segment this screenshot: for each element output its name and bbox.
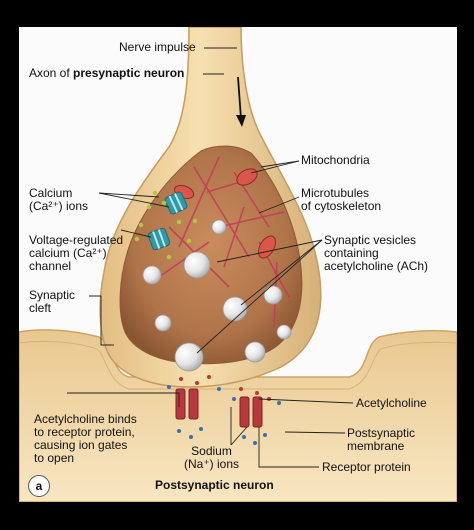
label-postsynaptic-membrane: Postsynaptic membrane xyxy=(347,427,415,453)
label-postsynaptic-neuron: Postsynaptic neuron xyxy=(155,478,274,492)
acetylcholine-molecules xyxy=(179,375,271,401)
label-sodium-ions: Sodium (Na⁺) ions xyxy=(184,445,239,471)
label-microtubules-line-1: Microtubules xyxy=(301,186,370,200)
label-axon-bold: presynaptic neuron xyxy=(73,66,185,80)
synaptic-vesicles xyxy=(142,219,292,372)
label-mitochondria: Mitochondria xyxy=(301,153,370,167)
label-binds-line-3: causing ion gates xyxy=(34,438,128,452)
diagram-panel: Nerve impulse Axon of presynaptic neuron… xyxy=(19,27,457,502)
label-axon-prefix: Axon of xyxy=(29,66,74,80)
label-synaptic-cleft: Synaptic cleft xyxy=(29,289,75,315)
label-nerve-impulse: Nerve impulse xyxy=(119,40,196,54)
label-sodium-line-1: Sodium xyxy=(191,444,232,458)
label-binds-line-1: Acetylcholine binds xyxy=(34,412,137,426)
calcium-ions xyxy=(134,190,198,260)
label-sodium-line-2: (Na⁺) ions xyxy=(184,457,240,471)
label-calcium-line-1: Calcium xyxy=(29,186,73,200)
nerve-impulse-arrow xyxy=(236,76,246,127)
receptor-proteins xyxy=(175,388,263,428)
label-cleft-line-1: Synaptic xyxy=(29,288,76,302)
label-vesicles-line-1: Synaptic vesicles xyxy=(324,233,417,247)
label-calcium-line-2: (Ca²⁺) ions xyxy=(29,199,89,213)
sodium-ions xyxy=(167,385,281,445)
label-calcium-channel: Voltage-regulated calcium (Ca²⁺) channel xyxy=(29,234,123,273)
label-microtubules: Microtubules of cytoskeleton xyxy=(301,187,381,213)
label-channel-line-1: Voltage-regulated xyxy=(29,233,124,247)
label-binds-line-4: to open xyxy=(34,451,75,465)
label-channel-line-3: channel xyxy=(29,259,72,273)
panel-letter-badge: a xyxy=(28,475,50,497)
leader-lines xyxy=(67,47,354,468)
label-membrane-line-1: Postsynaptic xyxy=(347,426,416,440)
label-synaptic-vesicles: Synaptic vesicles containing acetylcholi… xyxy=(324,234,428,273)
label-vesicles-line-3: acetylcholine (ACh) xyxy=(324,259,429,273)
label-receptor-protein: Receptor protein xyxy=(322,460,411,474)
label-ach-binds: Acetylcholine binds to receptor protein,… xyxy=(34,413,137,465)
synapse-illustration xyxy=(19,27,457,502)
label-channel-line-2: calcium (Ca²⁺) xyxy=(29,246,107,260)
label-calcium-ions: Calcium (Ca²⁺) ions xyxy=(29,187,88,213)
label-acetylcholine: Acetylcholine xyxy=(356,396,427,410)
label-binds-line-2: to receptor protein, xyxy=(34,425,135,439)
label-membrane-line-2: membrane xyxy=(347,439,405,453)
label-cleft-line-2: cleft xyxy=(29,301,52,315)
calcium-channels xyxy=(147,191,188,251)
label-vesicles-line-2: containing xyxy=(324,246,379,260)
label-axon: Axon of presynaptic neuron xyxy=(29,67,184,80)
label-microtubules-line-2: of cytoskeleton xyxy=(301,199,382,213)
postsynaptic-neuron-body xyxy=(19,329,457,502)
